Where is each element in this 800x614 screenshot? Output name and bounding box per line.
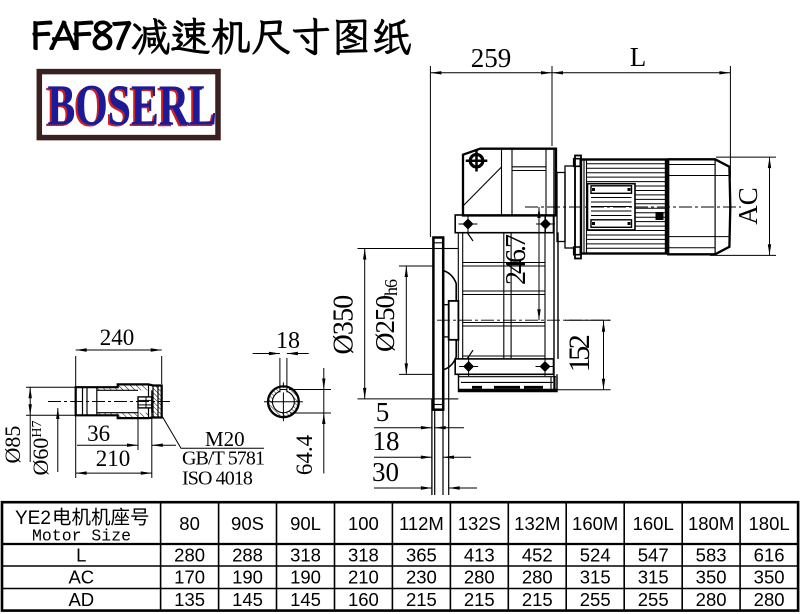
svg-text:64.4: 64.4 [292, 434, 317, 475]
svg-text:255: 255 [638, 589, 669, 610]
svg-text:170: 170 [174, 567, 205, 588]
svg-text:36: 36 [87, 421, 110, 446]
svg-text:180M: 180M [688, 513, 734, 534]
svg-text:240: 240 [100, 325, 135, 350]
svg-text:215: 215 [406, 589, 437, 610]
svg-text:180L: 180L [749, 513, 790, 534]
svg-text:L: L [630, 42, 647, 72]
svg-text:152: 152 [563, 335, 596, 372]
svg-text:L: L [76, 545, 86, 566]
svg-text:160M: 160M [572, 513, 618, 534]
svg-text:90L: 90L [290, 513, 321, 534]
svg-text:547: 547 [638, 545, 669, 566]
svg-text:18: 18 [276, 328, 300, 354]
svg-text:246.7: 246.7 [501, 234, 532, 285]
svg-text:524: 524 [580, 545, 611, 566]
svg-text:Ø60H7: Ø60H7 [28, 420, 53, 475]
svg-text:135: 135 [174, 589, 205, 610]
svg-text:132S: 132S [458, 513, 501, 534]
svg-text:YE2: YE2 [15, 508, 51, 529]
svg-text:280: 280 [464, 567, 495, 588]
svg-text:90S: 90S [231, 513, 264, 534]
svg-text:255: 255 [580, 589, 611, 610]
svg-text:230: 230 [406, 567, 437, 588]
svg-text:145: 145 [290, 589, 321, 610]
svg-text:112M: 112M [399, 513, 444, 534]
svg-text:GB/T 5781: GB/T 5781 [182, 448, 264, 470]
svg-text:215: 215 [522, 589, 553, 610]
svg-text:100: 100 [348, 513, 379, 534]
svg-text:80: 80 [179, 513, 200, 534]
svg-text:210: 210 [348, 567, 379, 588]
svg-text:30: 30 [372, 457, 399, 487]
svg-text:Ø350: Ø350 [329, 295, 360, 354]
svg-text:190: 190 [232, 567, 263, 588]
svg-text:160: 160 [348, 589, 379, 610]
svg-text:452: 452 [522, 545, 553, 566]
svg-text:145: 145 [232, 589, 263, 610]
svg-text:Ø250h6: Ø250h6 [370, 279, 401, 352]
svg-text:318: 318 [348, 545, 379, 566]
svg-text:ISO 4018: ISO 4018 [182, 468, 253, 490]
svg-text:210: 210 [96, 446, 131, 471]
svg-text:616: 616 [754, 545, 785, 566]
svg-text:BOSERL: BOSERL [48, 73, 217, 137]
svg-text:288: 288 [232, 545, 263, 566]
svg-text:318: 318 [290, 545, 321, 566]
svg-text:280: 280 [696, 589, 727, 610]
svg-text:350: 350 [696, 567, 727, 588]
svg-text:Motor Size: Motor Size [32, 527, 131, 546]
svg-text:5: 5 [376, 397, 390, 427]
svg-text:315: 315 [638, 567, 669, 588]
svg-text:365: 365 [406, 545, 437, 566]
svg-text:18: 18 [373, 426, 400, 456]
svg-text:215: 215 [464, 589, 495, 610]
svg-text:AC: AC [733, 187, 763, 225]
svg-text:413: 413 [464, 545, 495, 566]
svg-text:AD: AD [68, 589, 94, 610]
svg-text:160L: 160L [633, 513, 674, 534]
svg-text:M20: M20 [205, 427, 245, 451]
svg-text:583: 583 [696, 545, 727, 566]
svg-text:Ø85: Ø85 [0, 426, 25, 464]
svg-text:315: 315 [580, 567, 611, 588]
svg-text:132M: 132M [514, 513, 560, 534]
svg-text:280: 280 [754, 589, 785, 610]
svg-text:259: 259 [471, 43, 512, 73]
svg-text:BOSERL: BOSERL [45, 74, 214, 138]
svg-text:AC: AC [68, 567, 94, 588]
svg-text:280: 280 [522, 567, 553, 588]
svg-text:280: 280 [174, 545, 205, 566]
svg-text:350: 350 [754, 567, 785, 588]
svg-text:190: 190 [290, 567, 321, 588]
